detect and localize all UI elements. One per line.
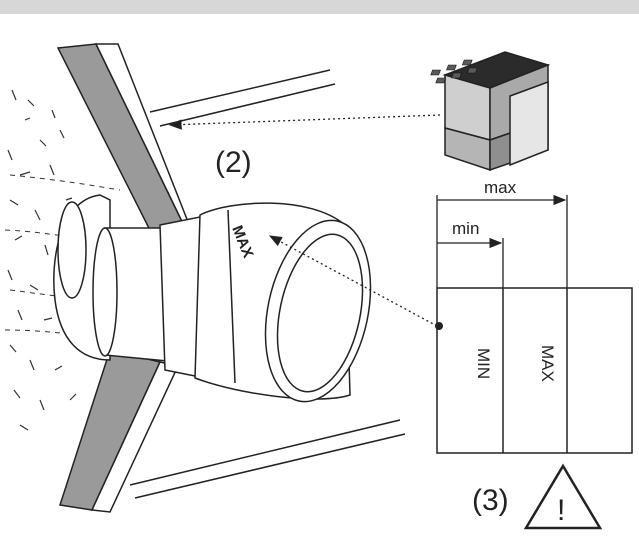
hollow-brick-icon [430, 51, 551, 172]
header-bar [0, 0, 639, 14]
strip-min-label: MIN [474, 348, 493, 379]
leader-block-to-wall [168, 114, 441, 130]
measuring-strip [436, 287, 633, 454]
dimension-min-label: min [452, 219, 479, 238]
leader-strip-to-ring [268, 235, 438, 327]
strip-max-label: MAX [538, 345, 557, 382]
sleeve-end-ring [264, 219, 372, 403]
step-3-label: (3) [472, 484, 509, 517]
warning-triangle-icon: ! [523, 463, 603, 530]
dimension-max-label: max [484, 178, 517, 197]
dimension-lines [436, 194, 568, 288]
insulation-fibers [7, 89, 77, 431]
step-2-label: (2) [215, 146, 252, 179]
leader-dot [435, 322, 443, 330]
frame-lines [129, 69, 406, 499]
warning-exclamation: ! [557, 494, 565, 527]
